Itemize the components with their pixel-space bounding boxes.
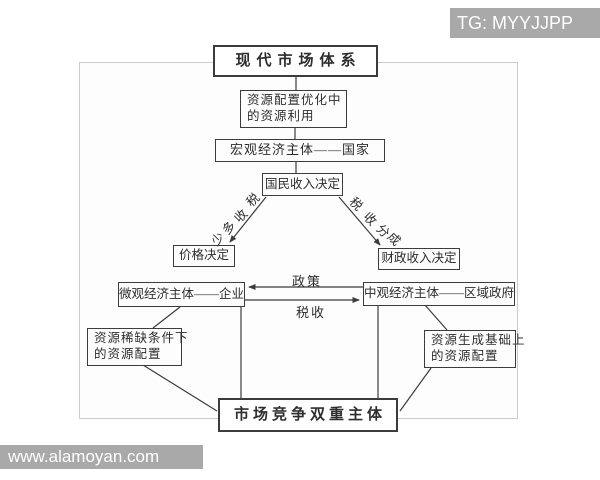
- node-resource-utilization: 资源配置优化中 的资源利用: [240, 90, 347, 128]
- node-macro-subject: 宏观经济主体——国家: [215, 139, 385, 162]
- node-modern-market-system: 现代市场体系: [213, 45, 378, 77]
- node-resource-utilization-line2: 的资源利用: [247, 109, 315, 123]
- node-price-decision: 价格决定: [173, 245, 235, 267]
- node-dual-competition: 市场竞争双重主体: [218, 398, 398, 432]
- node-scarcity-allocation-line1: 资源稀缺条件下: [94, 331, 189, 346]
- node-generation-allocation-line1: 资源生成基础上: [431, 333, 526, 348]
- node-scarcity-allocation-line2: 的资源配置: [94, 347, 162, 361]
- edge-label-policy: 政策: [292, 274, 323, 289]
- watermark-telegram: TG: MYYJJPP: [450, 8, 600, 38]
- watermark-website: www.alamoyan.com: [0, 445, 203, 469]
- edge-label-tax: 税收: [296, 305, 327, 320]
- node-micro-subject: 微观经济主体——企业: [118, 282, 245, 307]
- node-generation-allocation: 资源生成基础上 的资源配置: [424, 330, 525, 368]
- node-national-income: 国民收入决定: [262, 173, 343, 196]
- node-generation-allocation-line2: 的资源配置: [431, 349, 499, 363]
- node-scarcity-allocation: 资源稀缺条件下 的资源配置: [87, 328, 188, 366]
- node-fiscal-revenue: 财政收入决定: [378, 248, 460, 270]
- node-resource-utilization-line1: 资源配置优化中: [247, 93, 342, 108]
- node-meso-subject: 中观经济主体——区域政府: [363, 282, 515, 306]
